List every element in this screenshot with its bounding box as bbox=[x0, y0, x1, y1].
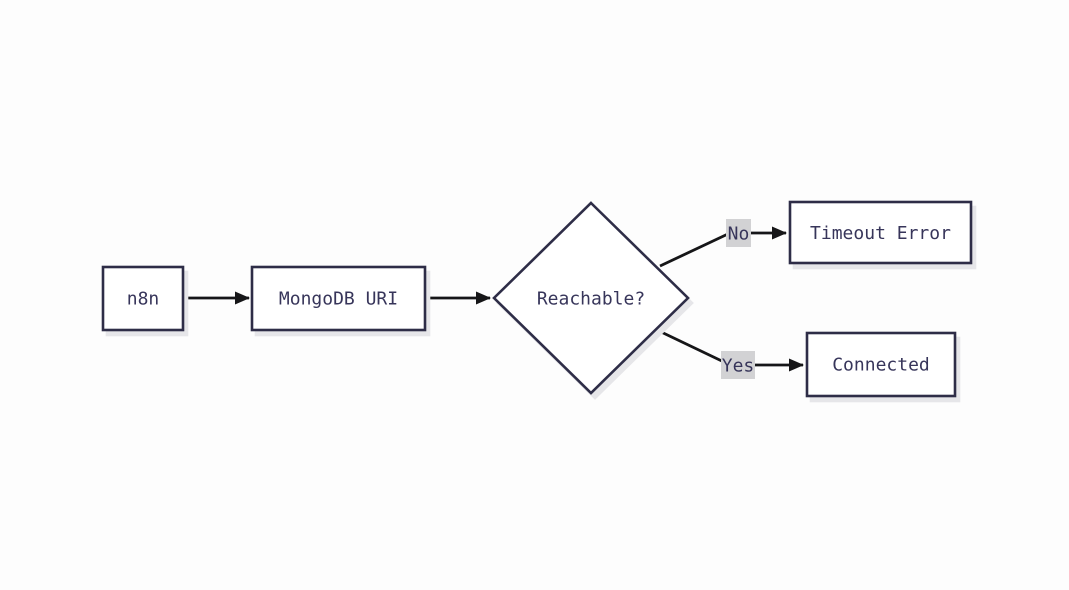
decision-reachable-label: Reachable? bbox=[537, 289, 645, 310]
edge-label-no: No bbox=[726, 219, 751, 247]
edge-reachable-to-connected bbox=[656, 328, 804, 372]
node-n8n-label: n8n bbox=[127, 289, 160, 310]
node-mongodb-uri-box bbox=[250, 265, 427, 332]
edge-reachable-to-connected-segment bbox=[656, 328, 727, 365]
node-connected-box bbox=[805, 331, 957, 398]
node-mongodb-uri-label: MongoDB URI bbox=[279, 289, 398, 310]
edge-reachable-to-timeout-segment bbox=[659, 231, 731, 268]
node-mongodb-uri: MongoDB URI bbox=[250, 265, 427, 332]
node-n8n-box bbox=[101, 265, 185, 332]
node-timeout-error-label: Timeout Error bbox=[810, 223, 951, 244]
decision-reachable: Reachable? bbox=[492, 201, 690, 395]
node-connected: Connected bbox=[805, 331, 957, 398]
node-timeout-error: Timeout Error bbox=[788, 200, 973, 265]
edge-label-no-background bbox=[726, 219, 751, 247]
decision-reachable-diamond bbox=[492, 201, 690, 395]
node-timeout-error-box bbox=[788, 200, 973, 265]
node-connected-label: Connected bbox=[832, 355, 930, 376]
node-n8n: n8n bbox=[101, 265, 185, 332]
edge-label-yes: Yes bbox=[721, 351, 755, 379]
edge-label-yes-background bbox=[721, 351, 755, 379]
edge-label-no-text: No bbox=[728, 224, 750, 245]
edge-reachable-to-timeout bbox=[659, 226, 787, 268]
edge-label-yes-text: Yes bbox=[722, 356, 755, 377]
